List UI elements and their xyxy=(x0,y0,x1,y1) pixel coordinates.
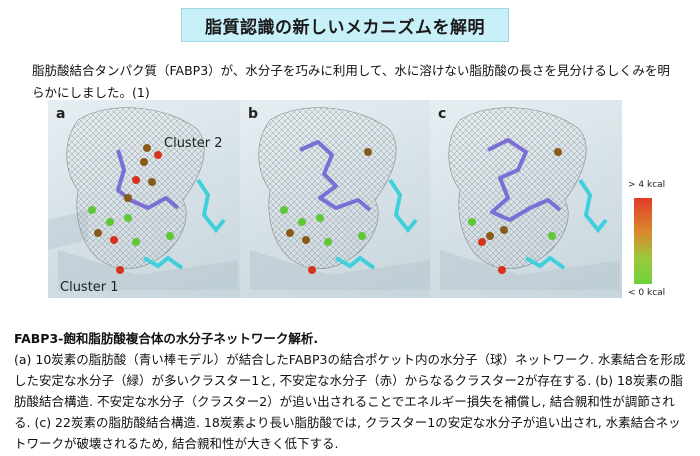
panel-b: b xyxy=(240,100,430,298)
panel-c-label: c xyxy=(438,106,447,122)
page-title: 脂質認識の新しいメカニズムを解明 xyxy=(181,8,509,42)
caption-body: (a) 10炭素の脂肪酸（青い棒モデル）が結合したFABP3の結合ポケット内の水… xyxy=(14,352,686,451)
caption-title: FABP3-飽和脂肪酸複合体の水分子ネットワーク解析. xyxy=(14,331,319,346)
water-molecules-a xyxy=(88,144,174,274)
water-molecules-c xyxy=(468,148,562,274)
legend-top-label: > 4 kcal xyxy=(628,180,666,190)
intro-text: 脂肪酸結合タンパク質（FABP3）が、水分子を巧みに利用して、水に溶けない脂肪酸… xyxy=(32,63,670,100)
legend-gradient-bar xyxy=(634,198,652,284)
panel-a-graphic xyxy=(48,107,238,290)
panel-a: a Cluster 2 Cluster 1 xyxy=(48,100,240,298)
panel-c: c xyxy=(430,100,622,298)
panel-a-label: a xyxy=(56,106,66,122)
cluster-2-label: Cluster 2 xyxy=(164,136,223,151)
cluster-1-label: Cluster 1 xyxy=(60,280,119,295)
panel-c-graphic xyxy=(440,107,620,290)
panel-b-label: b xyxy=(248,106,259,122)
panel-b-graphic xyxy=(250,107,430,290)
figure-caption: FABP3-飽和脂肪酸複合体の水分子ネットワーク解析. (a) 10炭素の脂肪酸… xyxy=(14,328,686,454)
page-title-text: 脂質認識の新しいメカニズムを解明 xyxy=(205,17,485,38)
figure-panels: a Cluster 2 Cluster 1 b xyxy=(48,100,676,298)
legend-bottom-label: < 0 kcal xyxy=(628,288,666,298)
water-molecules-b xyxy=(280,148,372,274)
energy-legend: > 4 kcal < 0 kcal xyxy=(624,178,684,308)
